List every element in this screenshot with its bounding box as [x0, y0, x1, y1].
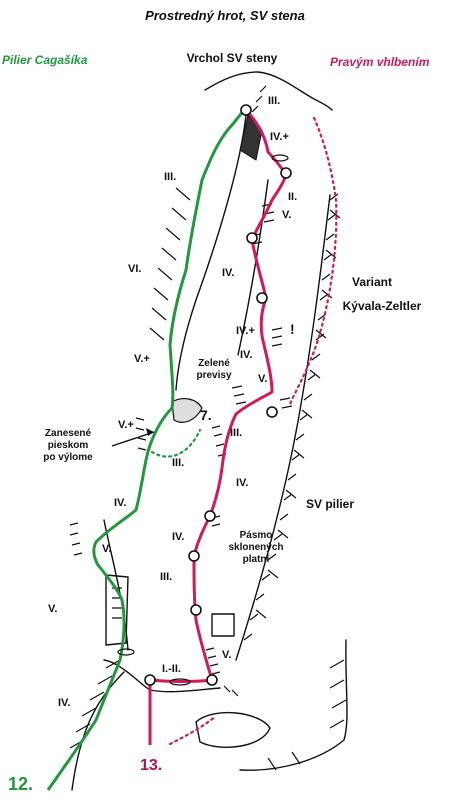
note-zelene-2: previsy — [196, 370, 231, 381]
pointer-arrow — [111, 431, 155, 447]
grade-label: V.+ — [134, 353, 150, 365]
grade-label: V. — [48, 603, 57, 615]
grade-label: I.-II. — [162, 663, 181, 675]
note-sv-pilier: SV pilier — [306, 497, 354, 511]
route-13-name: Pravým vhlbením — [330, 55, 430, 69]
grade-label: IV. — [240, 349, 252, 361]
note-pasmo-2: sklonených — [228, 542, 283, 553]
grade-label: V. — [258, 373, 267, 385]
grade-label: IV. — [114, 497, 126, 509]
lower-left-slope — [71, 671, 125, 791]
variant-bottom-right — [168, 714, 218, 746]
grade-label: VI. — [128, 263, 141, 275]
pitons — [117, 154, 289, 686]
note-zanesene-3: po výlome — [43, 452, 93, 463]
grade-label: III. — [230, 427, 242, 439]
pointer-arrow-head — [146, 428, 154, 436]
overhang-7 — [171, 398, 203, 423]
grade-label: III. — [160, 571, 172, 583]
summit-label: Vrchol SV steny — [187, 51, 278, 65]
diagram-title: Prostredný hrot, SV stena — [145, 8, 305, 23]
summit-ridge — [204, 71, 333, 111]
variant-green-dotted — [150, 428, 202, 458]
note-zanesene-2: pieskom — [48, 440, 89, 451]
left-pillar-ticks — [69, 187, 191, 749]
note-pasmo-3: platní — [243, 554, 271, 565]
grade-label: II. — [288, 191, 297, 203]
grade-label: IV.+ — [236, 325, 255, 337]
variant-label-1: Variant — [352, 275, 392, 289]
note-zelene-1: Zelené — [198, 358, 230, 369]
pitch-marker-7: 7. — [200, 407, 212, 423]
route-12-name: Pilier Cagašíka — [2, 53, 88, 67]
rock-hatching — [69, 85, 293, 697]
note-pasmo-1: Pásmo — [240, 530, 273, 541]
pilier-ticks — [243, 193, 347, 771]
sv-pilier-rib — [235, 194, 331, 661]
left-pillar-edge — [175, 114, 247, 391]
grade-label: III. — [164, 171, 176, 183]
grade-label: V. — [282, 209, 291, 221]
grade-label: III. — [172, 457, 184, 469]
route-12-line — [46, 106, 248, 791]
note-zanesene-1: Zanesené — [45, 428, 92, 439]
grade-label: IV. — [222, 267, 234, 279]
grade-label: V.+ — [118, 419, 134, 431]
grade-label: IV. — [172, 531, 184, 543]
grade-label: IV. — [58, 697, 70, 709]
variant-kyvala-zeltler — [288, 116, 338, 406]
small-block — [211, 613, 235, 637]
grade-label: IV. — [236, 477, 248, 489]
grade-label: V. — [102, 543, 111, 555]
grade-label: V. — [222, 649, 231, 661]
note-exclaim: ! — [290, 321, 295, 337]
belay-stations — [144, 104, 292, 686]
grade-label: III. — [268, 95, 280, 107]
central-edge — [237, 179, 269, 356]
dark-slab-top — [239, 113, 263, 161]
route-12-number: 12. — [8, 774, 33, 794]
variant-label-2: Kývala-Zeltler — [343, 299, 422, 313]
slab-box — [105, 574, 129, 646]
base-blob — [195, 711, 271, 748]
lower-right-rib — [239, 639, 348, 771]
route-13-number: 13. — [140, 757, 162, 774]
grade-label: IV.+ — [270, 131, 289, 143]
